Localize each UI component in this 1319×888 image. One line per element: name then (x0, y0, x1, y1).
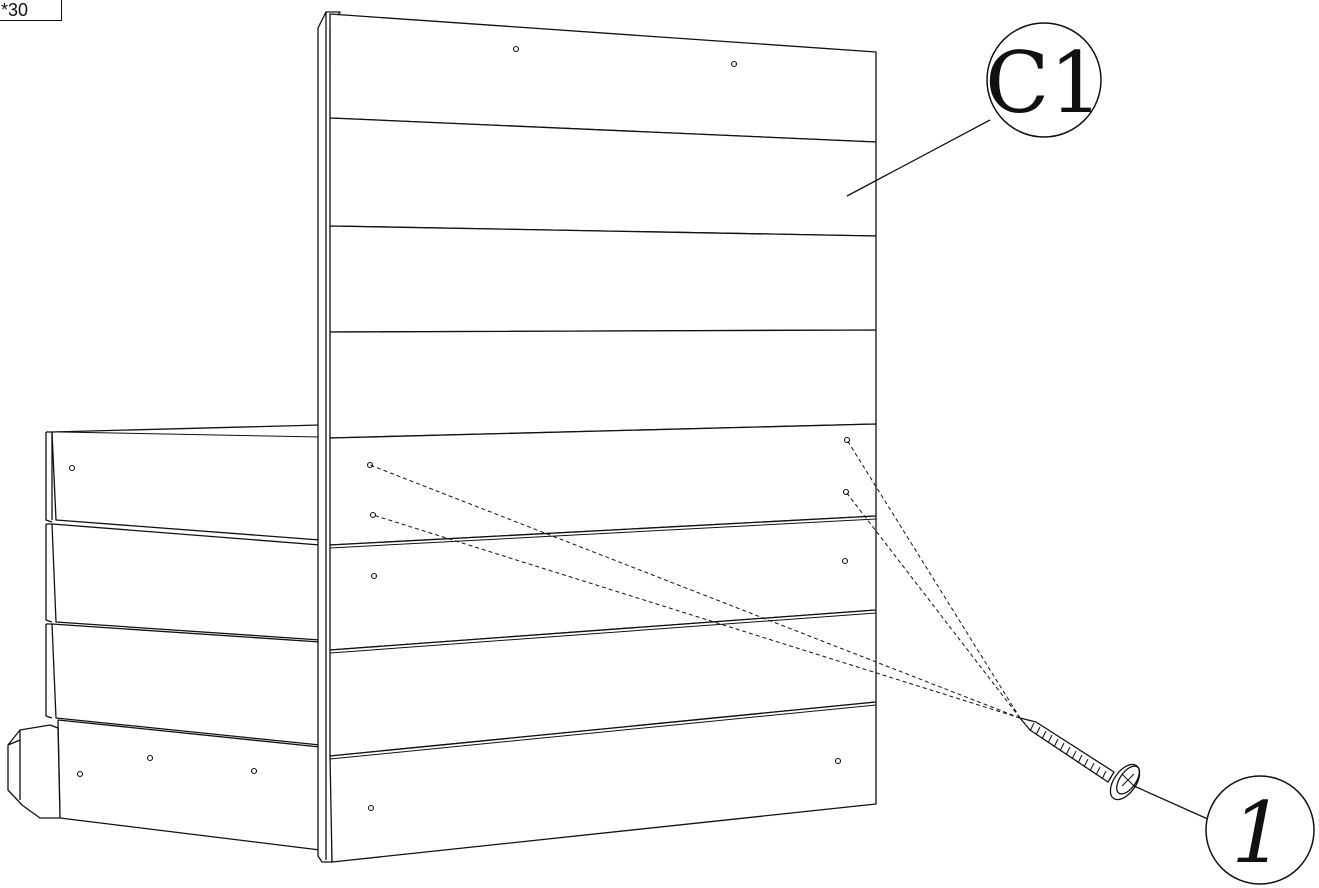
screw (1019, 717, 1141, 801)
hole (76, 770, 84, 778)
callout-panel: C1 (846, 22, 1103, 197)
hole (834, 757, 842, 765)
panel-board-3 (329, 225, 877, 333)
callout-screw-label: 1 (1231, 784, 1284, 882)
side-board-1 (51, 424, 321, 541)
quantity-label: *30 (0, 0, 62, 21)
hole (370, 572, 378, 580)
hole (146, 754, 154, 762)
callout-panel-label: C1 (985, 34, 1103, 132)
hole (730, 60, 738, 68)
hole (843, 436, 851, 444)
hole (367, 804, 375, 812)
panel-board-8 (329, 701, 877, 863)
callout-screw: 1 (1133, 775, 1315, 885)
screw-guide-lines (369, 439, 1021, 719)
hole (512, 45, 520, 53)
side-leg (7, 724, 61, 819)
back-panel (317, 11, 877, 863)
side-panel (7, 424, 321, 851)
hole (369, 511, 377, 519)
side-board-2 (51, 523, 321, 641)
panel-board-4 (329, 329, 877, 439)
hole (250, 767, 258, 775)
hole (68, 464, 76, 472)
hole (366, 461, 374, 469)
hole (841, 557, 849, 565)
